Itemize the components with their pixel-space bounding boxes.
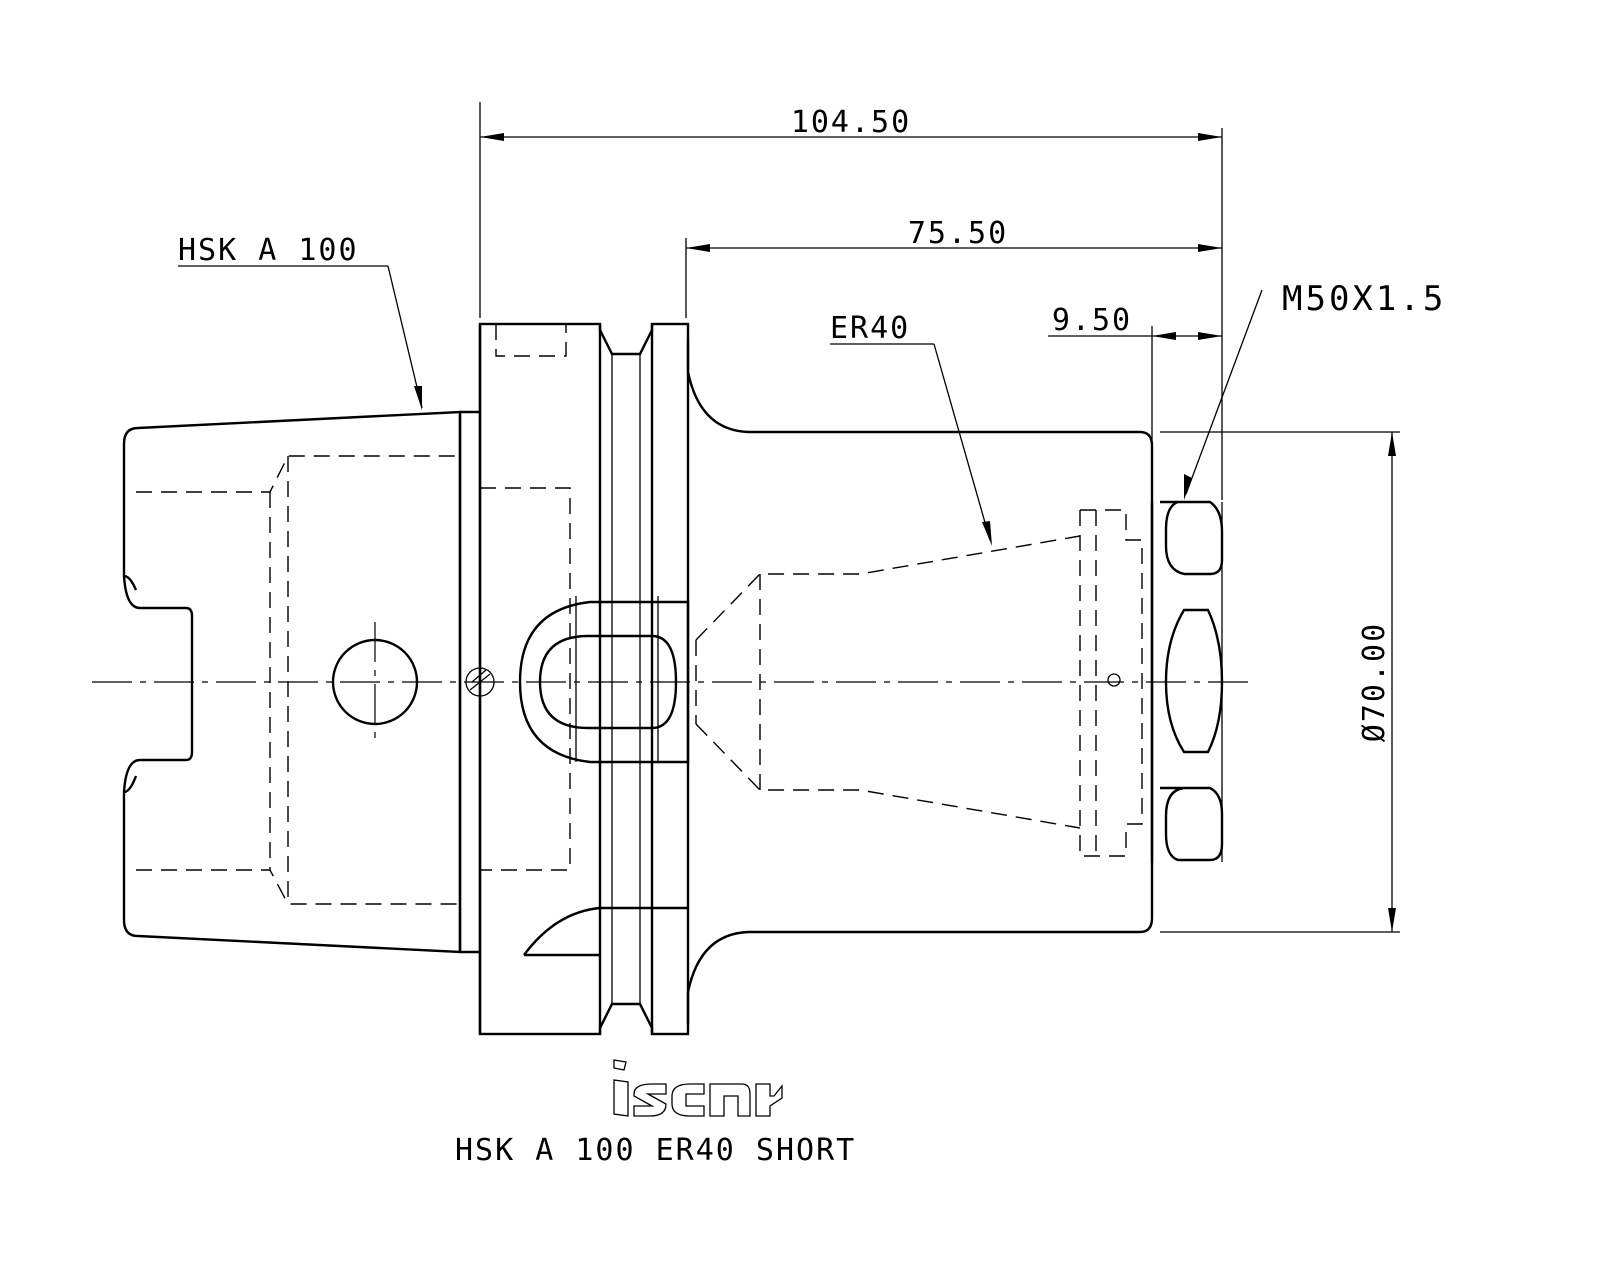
- drive-slot: [518, 600, 690, 764]
- dim-body-length-label: 75.50: [908, 216, 1008, 251]
- dim-diameter: Ø70.00: [1160, 431, 1400, 933]
- callout-thread: M50X1.5: [1184, 279, 1446, 500]
- hsk-shank: [122, 410, 462, 954]
- drawing-title: HSK A 100 ER40 SHORT: [455, 1133, 856, 1168]
- dim-thread-length: 9.50: [1048, 303, 1222, 500]
- dim-overall-length-label: 104.50: [791, 105, 911, 140]
- dim-diameter-label: Ø70.00: [1357, 622, 1392, 742]
- dim-thread-length-label: 9.50: [1052, 303, 1132, 338]
- clamping-nut: [1150, 500, 1224, 862]
- callout-thread-label: M50X1.5: [1282, 279, 1446, 319]
- dim-body-length: 75.50: [685, 216, 1222, 318]
- callout-collet-label: ER40: [830, 311, 910, 346]
- dim-overall-length: 104.50: [479, 102, 1223, 500]
- callout-shank: HSK A 100: [178, 233, 423, 410]
- coolant-hole: [331, 638, 419, 726]
- flange: [460, 322, 690, 1036]
- callout-shank-label: HSK A 100: [178, 233, 359, 268]
- callout-collet: ER40: [830, 311, 992, 546]
- logo: [613, 1059, 783, 1117]
